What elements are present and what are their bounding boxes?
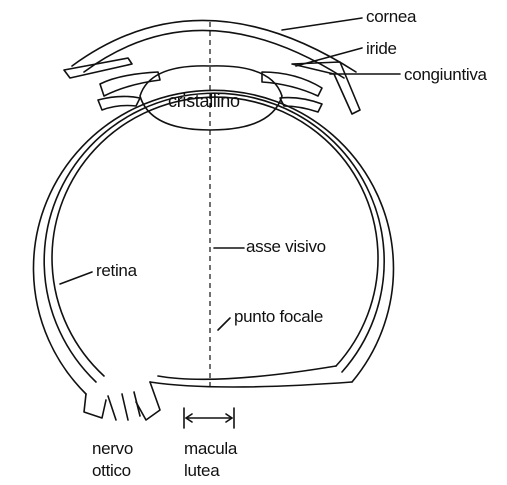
eye-bottom-inner: [158, 366, 336, 379]
label-congiuntiva: congiuntiva: [404, 66, 487, 84]
label-punto-focale: punto focale: [234, 308, 323, 326]
label-asse-visivo: asse visivo: [246, 238, 326, 256]
label-macula-lutea-line1: macula: [184, 440, 237, 458]
optic-nerve-center-1: [108, 396, 116, 420]
conjunctiva-right: [292, 62, 360, 114]
choroid-layer: [44, 93, 384, 382]
retina-layer: [52, 97, 378, 376]
label-retina: retina: [96, 262, 137, 280]
eye-bottom-wall: [150, 382, 352, 387]
label-macula-lutea-line2: lutea: [184, 462, 219, 480]
optic-nerve-center-3: [134, 392, 140, 416]
label-nervo-ottico-line1: nervo: [92, 440, 133, 458]
optic-nerve-center-2: [122, 394, 128, 420]
leader-retina: [60, 272, 92, 284]
sclera-outer-wall: [33, 90, 393, 394]
iris-left: [100, 72, 160, 96]
leader-punto-focale: [218, 318, 230, 330]
conjunctiva-left: [64, 58, 132, 78]
iris-right: [262, 72, 322, 96]
label-iride: iride: [366, 40, 397, 58]
cornea-curve: [72, 20, 356, 72]
label-cornea: cornea: [366, 8, 416, 26]
leader-cornea: [282, 18, 362, 30]
optic-nerve-left-edge: [84, 394, 106, 418]
label-cristallino: cristallino: [168, 92, 240, 110]
label-nervo-ottico-line2: ottico: [92, 462, 131, 480]
